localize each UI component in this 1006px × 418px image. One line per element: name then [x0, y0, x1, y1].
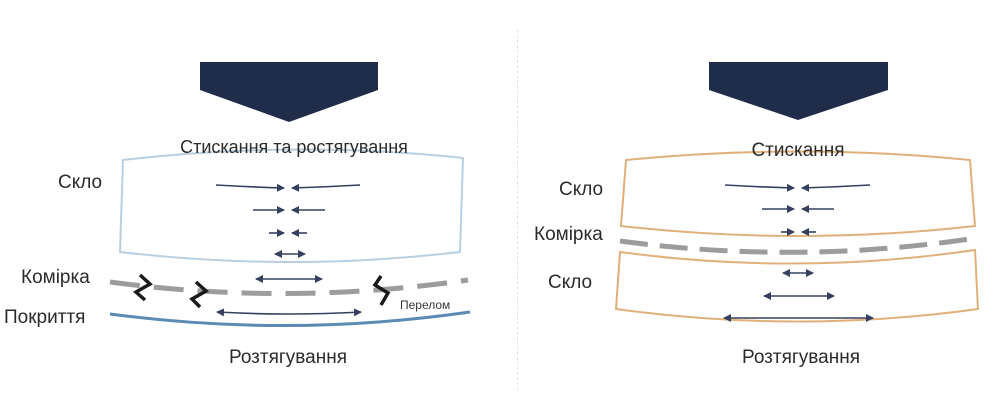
glass-sheet-top-right [619, 150, 977, 237]
compression-arrows-left [215, 183, 361, 237]
right-top-label: Стискання [751, 140, 845, 161]
right-cell-label: Комірка [534, 224, 603, 245]
left-top-label: Стискання та ростягування [180, 137, 408, 157]
compression-arrows-right [724, 183, 871, 236]
glass-sheet-bottom-right [614, 248, 980, 323]
right-glass-top-label: Скло [559, 179, 604, 200]
crack-icons [133, 273, 391, 309]
right-glass-bottom-label: Скло [548, 272, 593, 293]
coating-line [109, 310, 471, 327]
crack-icon [372, 275, 391, 306]
glass-sheet-left [118, 148, 465, 263]
tension-arrows-right [723, 269, 874, 322]
press-block-right [709, 62, 888, 120]
press-block-left [200, 62, 378, 122]
crack-icon [133, 273, 153, 302]
right-bottom-label: Розтягування [741, 347, 861, 368]
left-bottom-label: Розтягування [228, 347, 348, 368]
crack-icon [189, 280, 209, 309]
panel-divider [517, 30, 518, 390]
left-glass-label: Скло [58, 172, 103, 193]
cell-layer-left [109, 277, 469, 297]
left-coating-label: Покриття [4, 307, 86, 328]
break-label: Перелом [400, 298, 451, 312]
left-cell-label: Комірка [21, 267, 90, 288]
cell-layer-right [619, 235, 977, 255]
tension-arrows-left [216, 250, 362, 317]
